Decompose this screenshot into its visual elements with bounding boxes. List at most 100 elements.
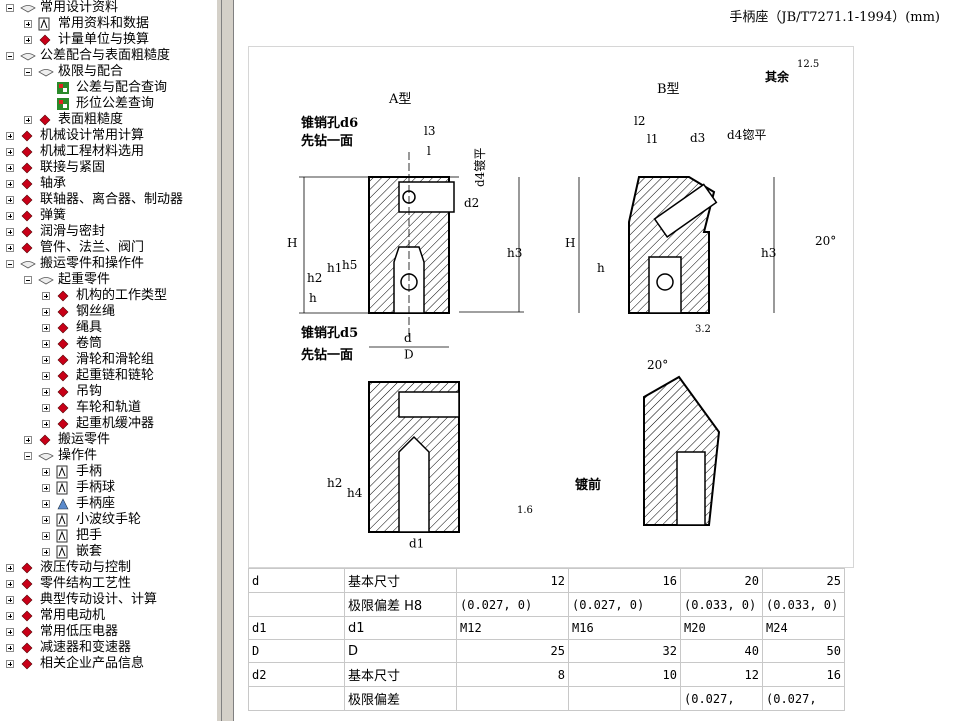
expand-icon[interactable] <box>6 164 14 172</box>
grid-icon <box>56 81 70 95</box>
tree-item-label: 把手 <box>76 528 103 543</box>
type-a-view: A型 H h2 h1 h5 h d D l3 l d2 d4镀平 h3 锥销孔d… <box>287 92 524 363</box>
rest-roughness-value: 12.5 <box>797 59 819 70</box>
expand-icon[interactable] <box>42 340 50 348</box>
book-open-icon <box>20 1 36 15</box>
expand-icon[interactable] <box>6 596 14 604</box>
collapse-icon[interactable] <box>6 4 14 12</box>
book-icon <box>20 177 34 191</box>
value-cell: M20 <box>680 616 763 640</box>
expand-icon[interactable] <box>24 436 32 444</box>
book-open-icon <box>38 273 54 287</box>
expand-icon[interactable] <box>6 580 14 588</box>
expand-icon[interactable] <box>6 196 14 204</box>
expand-icon[interactable] <box>42 324 50 332</box>
dim-h2-lower: h2 <box>327 476 342 490</box>
expand-icon[interactable] <box>24 36 32 44</box>
expand-icon[interactable] <box>6 564 14 572</box>
expand-icon[interactable] <box>42 372 50 380</box>
dim-h3-b: h3 <box>761 246 776 260</box>
expand-icon[interactable] <box>6 612 14 620</box>
expand-icon[interactable] <box>6 644 14 652</box>
expand-icon[interactable] <box>6 228 14 236</box>
param-name-cell: d2 <box>248 662 345 687</box>
book-icon <box>38 433 52 447</box>
tree-item-label: 起重机缓冲器 <box>76 416 155 431</box>
expand-icon[interactable] <box>6 212 14 220</box>
dim-h2-a: h2 <box>307 271 322 285</box>
book-icon <box>20 129 34 143</box>
table-row: 极限偏差 H8(0.027, 0)(0.027, 0)(0.033, 0)(0.… <box>248 592 845 617</box>
tree-item-label: 钢丝绳 <box>76 304 116 319</box>
value-cell: 25 <box>762 568 845 593</box>
book-icon <box>56 369 70 383</box>
table-row: 极限偏差(0.027,(0.027, <box>248 686 845 711</box>
splitter-bar[interactable] <box>216 0 234 721</box>
doc-icon <box>56 513 70 527</box>
value-cell <box>568 686 681 711</box>
type-b-view: B型 其余 12.5 H h h3 20° l2 l1 d3 d4锪平 3.2 <box>565 59 836 335</box>
technical-drawing: A型 H h2 h1 h5 h d D l3 l d2 d4镀平 h3 锥销孔d… <box>248 46 854 568</box>
expand-icon[interactable] <box>6 132 14 140</box>
expand-icon[interactable] <box>42 468 50 476</box>
tree-item-label: 液压传动与控制 <box>40 560 132 575</box>
tree-item-label: 典型传动设计、计算 <box>40 592 158 607</box>
expand-icon[interactable] <box>6 244 14 252</box>
value-cell: (0.027, <box>762 686 845 711</box>
expand-icon[interactable] <box>6 148 14 156</box>
tree-item-label: 极限与配合 <box>58 64 124 79</box>
expand-icon[interactable] <box>42 484 50 492</box>
dim-d2-a: d2 <box>464 196 479 210</box>
expand-icon[interactable] <box>42 516 50 524</box>
book-icon <box>38 33 52 47</box>
collapse-icon[interactable] <box>24 452 32 460</box>
param-sub-cell: 基本尺寸 <box>344 568 457 593</box>
grid-icon <box>56 97 70 111</box>
expand-icon[interactable] <box>42 308 50 316</box>
expand-icon[interactable] <box>42 404 50 412</box>
tree-item-label: 机械设计常用计算 <box>40 128 145 143</box>
document-title: 手柄座（JB/T7271.1-1994）(mm) <box>729 10 940 25</box>
value-cell <box>456 686 569 711</box>
book-icon <box>20 561 34 575</box>
expand-icon[interactable] <box>42 548 50 556</box>
param-name-cell: d1 <box>248 616 345 640</box>
expand-icon[interactable] <box>24 116 32 124</box>
tree-item-label: 车轮和轨道 <box>76 400 142 415</box>
tree-item-label: 相关企业产品信息 <box>40 656 145 671</box>
expand-icon[interactable] <box>6 660 14 668</box>
book-icon <box>20 641 34 655</box>
book-icon <box>56 305 70 319</box>
expand-icon[interactable] <box>42 356 50 364</box>
plated-front-label: 镀前 <box>575 477 601 493</box>
value-cell: 16 <box>568 568 681 593</box>
value-cell: (0.033, 0) <box>762 592 845 617</box>
expand-icon[interactable] <box>6 180 14 188</box>
dim-h-a: h <box>309 291 317 305</box>
doc-icon <box>56 465 70 479</box>
tree-item-label: 机械工程材料选用 <box>40 144 145 159</box>
expand-icon[interactable] <box>6 628 14 636</box>
book-icon <box>20 241 34 255</box>
value-cell: 50 <box>762 639 845 663</box>
navigation-tree[interactable]: 常用设计资料常用资料和数据计量单位与换算公差配合与表面粗糙度极限与配合公差与配合… <box>0 0 216 721</box>
expand-icon[interactable] <box>42 292 50 300</box>
expand-icon[interactable] <box>42 500 50 508</box>
type-b-label: B型 <box>657 82 680 97</box>
expand-icon[interactable] <box>24 20 32 28</box>
param-sub-cell: 极限偏差 H8 <box>344 592 457 617</box>
expand-icon[interactable] <box>42 532 50 540</box>
pin-hole-d5-label: 锥销孔d5 <box>301 325 358 341</box>
tree-item-label: 润滑与密封 <box>40 224 106 239</box>
collapse-icon[interactable] <box>24 68 32 76</box>
collapse-icon[interactable] <box>24 276 32 284</box>
expand-icon[interactable] <box>42 420 50 428</box>
doc-icon <box>56 529 70 543</box>
expand-icon[interactable] <box>42 388 50 396</box>
roughness-32: 3.2 <box>695 324 711 335</box>
collapse-icon[interactable] <box>6 260 14 268</box>
collapse-icon[interactable] <box>6 52 14 60</box>
book-icon <box>20 577 34 591</box>
